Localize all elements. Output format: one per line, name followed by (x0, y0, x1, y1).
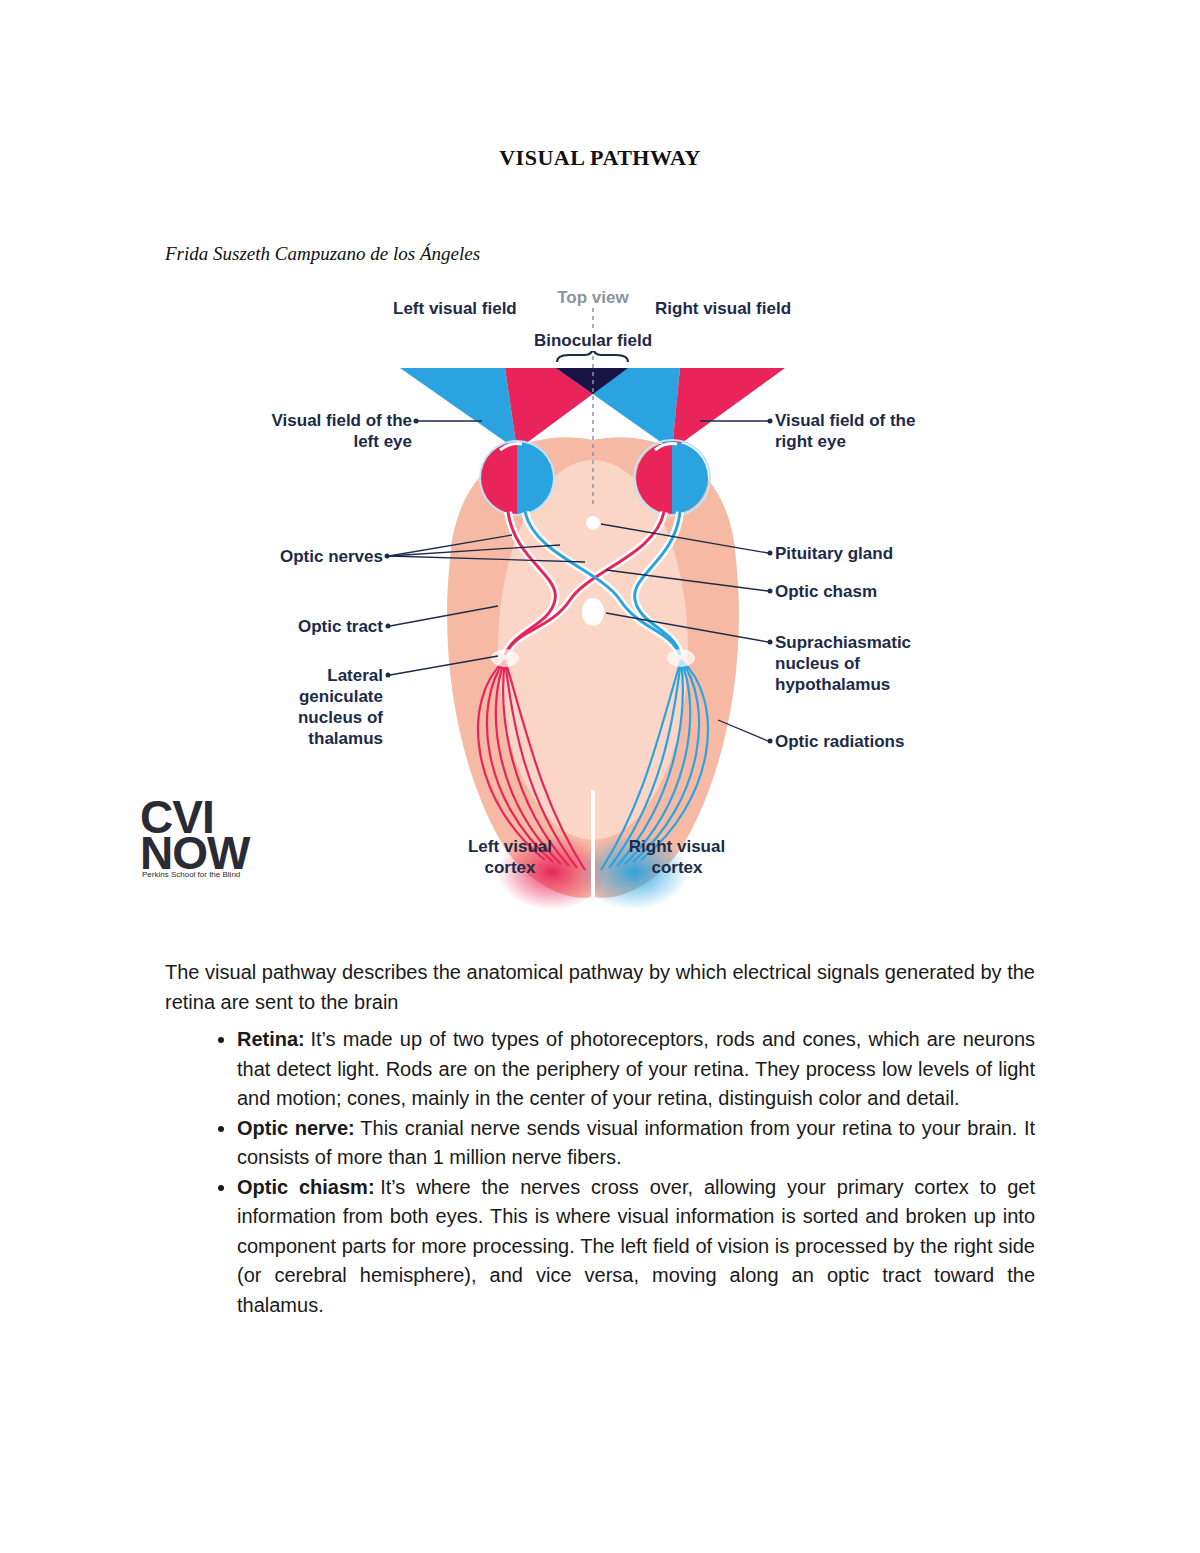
part-label: Suprachiasmatic nucleus of hypothalamus (775, 632, 935, 695)
leader-dots (385, 419, 773, 744)
paragraph: The visual pathway describes the anatomi… (165, 958, 1035, 1017)
logo-text: CVI (140, 798, 280, 836)
field-right-red (672, 368, 785, 450)
part-label: Pituitary gland (775, 543, 945, 564)
body-text: The visual pathway describes the anatomi… (165, 958, 1035, 1320)
part-label: Lateral geniculate nucleus of thalamus (275, 665, 383, 749)
eye-highlight (500, 444, 522, 450)
right-eye-red (636, 442, 672, 514)
leader-lines (389, 421, 768, 741)
logo-text: NOW (140, 834, 280, 872)
bullet-item: Optic nerve:This cranial nerve sends vis… (237, 1114, 1035, 1173)
logo-subtitle: Perkins School for the Blind (142, 870, 282, 880)
field-label: Right visual field (655, 298, 835, 319)
lgn-left (491, 649, 519, 667)
page-title: VISUAL PATHWAY (300, 145, 900, 171)
bullet-list: Retina:It’s made up of two types of phot… (165, 1025, 1035, 1320)
field-right-blue (556, 368, 680, 450)
left-eye-ring (479, 440, 555, 516)
part-label: Right visual cortex (612, 836, 742, 878)
right-eye-ring-shade (634, 440, 710, 516)
definition: This cranial nerve sends visual informat… (237, 1117, 1035, 1169)
binocular-overlap (556, 368, 628, 394)
view-note: Top view (533, 287, 653, 308)
bullet-item: Optic chiasm:It’s where the nerves cross… (237, 1173, 1035, 1321)
author-name: Frida Suszeth Campuzano de los Ángeles (165, 243, 765, 265)
part-label: Left visual cortex (445, 836, 575, 878)
pituitary-gland (586, 516, 600, 530)
part-label: Optic tract (253, 616, 383, 637)
left-eye-blue (517, 442, 553, 514)
term: Retina: (237, 1028, 305, 1050)
definition: It’s made up of two types of photorecept… (237, 1028, 1035, 1109)
part-label: Optic radiations (775, 731, 945, 752)
eye-highlight (655, 444, 677, 450)
field-left-blue (400, 368, 517, 450)
suprachiasmatic-nucleus (582, 598, 604, 626)
field-label: Binocular field (530, 330, 656, 351)
right-eye-blue (672, 442, 708, 514)
brain-inner (498, 460, 688, 840)
term: Optic chiasm: (237, 1176, 375, 1198)
left-eye-red (481, 442, 517, 514)
term: Optic nerve: (237, 1117, 355, 1139)
field-label: Left visual field (393, 298, 563, 319)
brain-midline (591, 790, 595, 900)
field-left-red (505, 368, 628, 450)
part-label: Visual field of the left eye (262, 410, 412, 452)
part-label: Optic nerves (253, 546, 383, 567)
bullet-item: Retina:It’s made up of two types of phot… (237, 1025, 1035, 1114)
part-label: Optic chasm (775, 581, 945, 602)
part-label: Visual field of the right eye (775, 410, 935, 452)
lgn-right (667, 649, 695, 667)
